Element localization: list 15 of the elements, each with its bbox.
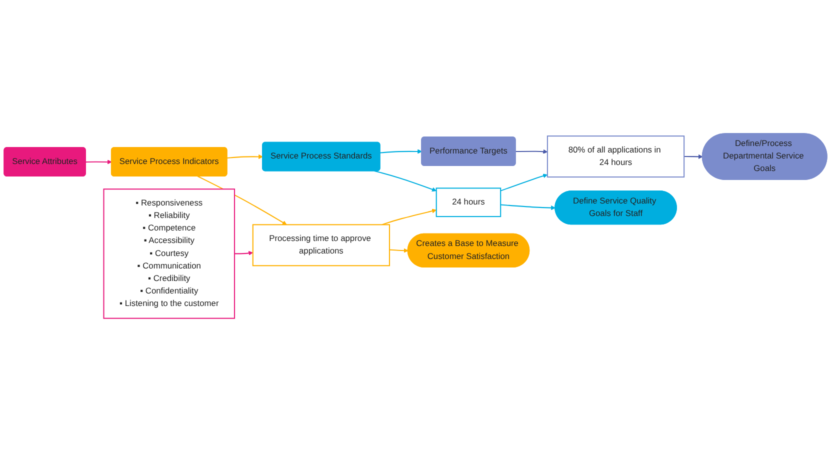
- arrow: [516, 149, 548, 154]
- node-box: 24 hours: [436, 188, 502, 218]
- arrow: [389, 248, 408, 253]
- arrow: [500, 174, 548, 192]
- arrow: [382, 208, 437, 226]
- arrow: [226, 154, 264, 160]
- arrow: [380, 149, 422, 154]
- arrow: [86, 160, 112, 164]
- node-box: ▪ Responsiveness ▪ Reliability ▪ Competence ▪ Accessibility ▪ Courtesy ▪ Communication ▪ Credibility ▪ Confidentiality ▪ Listening to the customer: [103, 188, 236, 319]
- node-box: 80% of all applications in 24 hours: [546, 136, 685, 178]
- arrow: [374, 170, 437, 192]
- node-box: Processing time to approve applications: [252, 224, 390, 266]
- arrow: [684, 154, 703, 159]
- arrow: [234, 250, 254, 256]
- arrow: [500, 204, 556, 210]
